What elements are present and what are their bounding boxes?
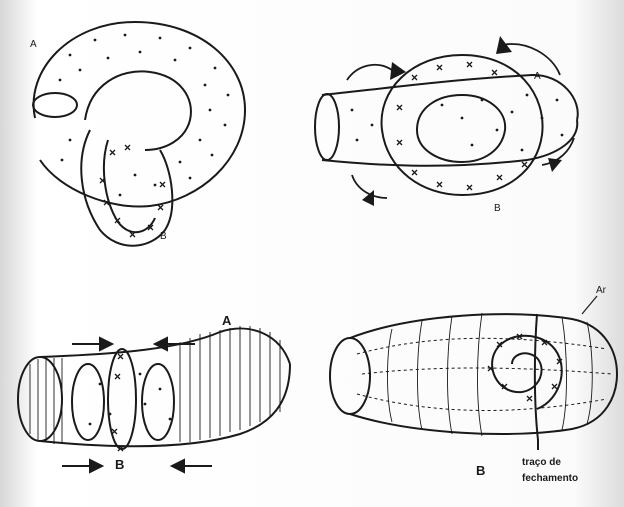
torus-linked-ring-drawing — [0, 0, 312, 254]
surface-latitude-lines — [357, 338, 612, 410]
panel-2-label-a: A — [534, 72, 541, 82]
panel-4-trace-line1: traço de — [522, 458, 561, 468]
tube-open-end — [315, 94, 339, 160]
ring-inner-edge — [417, 95, 505, 162]
tube-bottom-edge — [350, 374, 617, 434]
rotation-arrowheads — [362, 36, 562, 206]
tube-open-end — [330, 338, 370, 414]
panel-3: A B — [0, 254, 312, 507]
tube-left-end — [18, 357, 62, 441]
compression-arrows — [62, 338, 212, 472]
panel-4-trace-line2: fechamento — [522, 474, 578, 484]
tube-bottom-edge — [322, 120, 577, 166]
panel-2-label-b: B — [494, 204, 501, 214]
torus-cross-section — [33, 93, 77, 117]
panel-4-label-b: B — [476, 464, 485, 477]
tube-a-dots — [351, 94, 564, 152]
panel-2: A B — [312, 0, 624, 254]
closed-tube-spiral-drawing — [312, 254, 624, 507]
panel-3-label-a: A — [222, 314, 231, 327]
torus-a-dots — [59, 34, 230, 197]
panel-1: A B — [0, 0, 312, 254]
ring-right-flange — [142, 364, 174, 440]
tube-through-ring-drawing — [0, 254, 312, 507]
torus-outer-edge — [34, 22, 245, 207]
torus-tube-rotation-drawing — [312, 0, 624, 254]
panel-4-label-ar: Ar — [596, 286, 606, 296]
ar-pointer — [582, 296, 597, 314]
panel-4: Ar B traço de fechamento — [312, 254, 624, 507]
ring-b-crosses — [100, 145, 165, 237]
ring-left-flange — [72, 364, 104, 440]
panel-1-label-b: B — [160, 232, 167, 242]
torus-inner-hole — [85, 71, 191, 150]
tube-top-edge — [350, 314, 617, 374]
panel-3-label-b: B — [115, 458, 124, 471]
spiral-b — [492, 336, 562, 409]
panel-1-label-a: A — [30, 40, 37, 50]
tube-bottom-edge — [40, 364, 290, 446]
